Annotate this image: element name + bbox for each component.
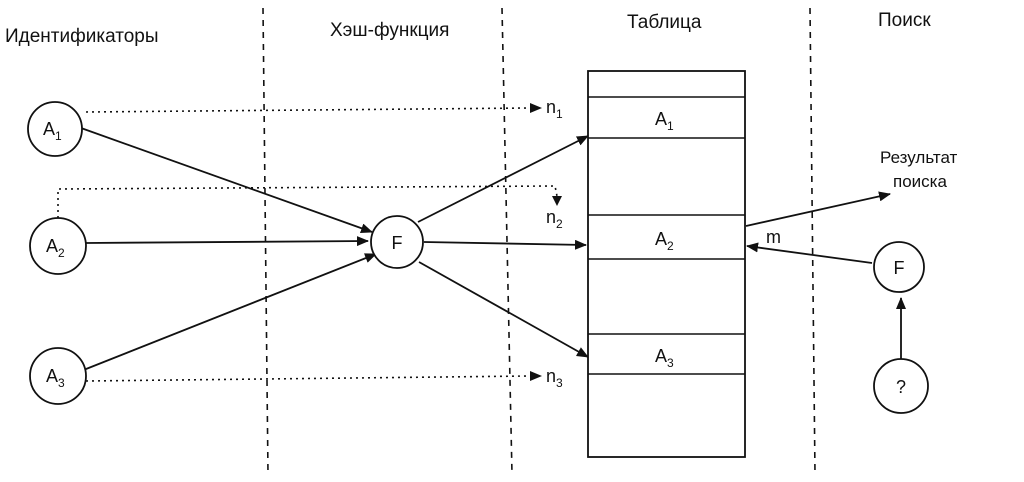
- identifier-node-a2: A2: [29, 217, 87, 275]
- slot-label-n2: n2: [546, 207, 563, 231]
- header-hash-function: Хэш-функция: [330, 20, 449, 41]
- header-search: Поиск: [878, 10, 931, 31]
- separator-2: [501, 7, 513, 475]
- separator-3: [809, 7, 816, 475]
- arrow-hash-to-n2: [423, 239, 587, 250]
- search-result-label-line2: поиска: [893, 172, 947, 191]
- header-table: Таблица: [627, 12, 702, 33]
- hash-function-node: F: [370, 215, 424, 269]
- dotted-guide-a2: [57, 185, 558, 218]
- arrow-a1-to-hash: [80, 127, 373, 234]
- hash-table: [587, 70, 746, 458]
- svg-text:A2: A2: [46, 236, 65, 260]
- table-entry-a3: A3: [655, 346, 674, 370]
- slot-label-n3: n3: [546, 366, 563, 390]
- svg-text:A1: A1: [43, 119, 62, 143]
- identifier-node-a3: A3: [29, 347, 87, 405]
- dotted-guide-a3: [85, 375, 531, 382]
- search-hash-node: F: [873, 241, 925, 293]
- svg-text:F: F: [392, 233, 403, 253]
- search-result-label-line1: Результат: [880, 148, 958, 167]
- slot-label-n1: n1: [546, 97, 563, 121]
- table-entry-a2: A2: [655, 229, 674, 253]
- svg-text:A3: A3: [46, 366, 65, 390]
- header-identifiers: Идентификаторы: [5, 26, 159, 47]
- dotted-arrowhead-a3: [530, 371, 542, 381]
- query-node: ?: [873, 358, 929, 414]
- arrow-a3-to-hash: [80, 253, 377, 372]
- svg-text:F: F: [894, 258, 905, 278]
- identifier-node-a1: A1: [27, 101, 83, 157]
- dotted-arrowhead-a2: [552, 196, 562, 206]
- arrow-hash-to-n1: [417, 135, 589, 223]
- m-label: m: [766, 227, 781, 247]
- arrow-a2-to-hash: [85, 236, 369, 247]
- table-entry-a1: A1: [655, 109, 674, 133]
- arrow-search-hash-to-table: [746, 242, 873, 264]
- arrow-hash-to-n3: [418, 261, 589, 358]
- arrow-to-search-result: [745, 191, 891, 227]
- dotted-guide-a1: [85, 107, 531, 113]
- dotted-arrowhead-a1: [530, 103, 542, 113]
- svg-text:?: ?: [896, 377, 906, 397]
